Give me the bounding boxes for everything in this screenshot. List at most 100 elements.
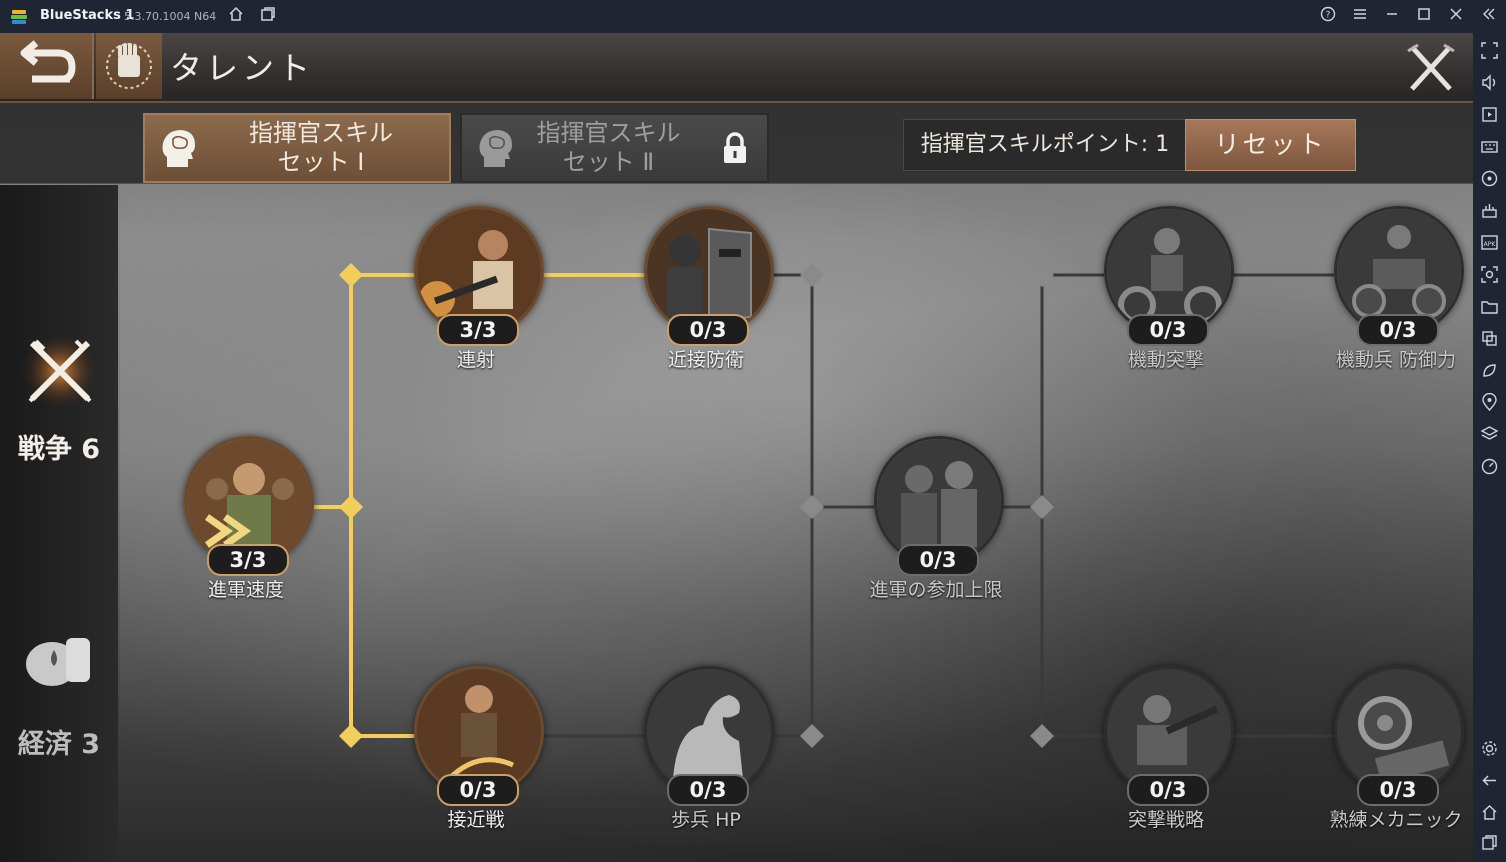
category-economy[interactable]: 経済 3 bbox=[0, 610, 118, 760]
mobile-defense-label: 機動兵 防御力 bbox=[1335, 349, 1457, 371]
skill-set-1-label-line1: 指揮官スキル bbox=[249, 119, 393, 147]
talent-node-close-defense[interactable]: 0/3 近接防衛 bbox=[644, 206, 774, 371]
close-defense-label: 近接防衛 bbox=[667, 349, 744, 371]
category-sidebar: 戦争 6 経済 3 bbox=[0, 185, 118, 862]
android-home-icon[interactable] bbox=[1480, 803, 1499, 822]
talent-tree-connectors bbox=[314, 263, 1334, 748]
close-button[interactable] bbox=[1398, 41, 1464, 97]
multi-window-icon[interactable] bbox=[1480, 329, 1499, 348]
rapid-fire-level: 3/3 bbox=[437, 314, 519, 346]
close-combat-level: 0/3 bbox=[437, 774, 519, 806]
svg-text:?: ? bbox=[1326, 11, 1331, 21]
talent-node-mobile-assault[interactable]: 0/3 機動突撃 bbox=[1104, 206, 1234, 371]
layers-icon[interactable] bbox=[1480, 425, 1499, 444]
category-economy-label: 経済 3 bbox=[17, 729, 101, 760]
talent-header: タレント bbox=[0, 33, 1473, 103]
svg-text:APK: APK bbox=[1484, 241, 1497, 248]
soldiers-group-icon bbox=[877, 439, 1001, 563]
video-record-icon[interactable] bbox=[1480, 105, 1499, 124]
mobile-assault-label: 機動突撃 bbox=[1127, 349, 1204, 371]
infantry-hp-portrait bbox=[644, 666, 774, 796]
skilled-mechanic-portrait bbox=[1334, 666, 1464, 796]
maximize-icon[interactable] bbox=[1414, 6, 1434, 26]
mobile-assault-level: 0/3 bbox=[1127, 314, 1209, 346]
march-capacity-label: 進軍の参加上限 bbox=[869, 579, 1003, 601]
game-viewport: タレント 指揮官スキル セット Ⅰ bbox=[0, 33, 1473, 862]
close-window-icon[interactable] bbox=[1446, 6, 1466, 26]
vehicle-wheel-icon bbox=[1337, 669, 1461, 793]
skill-set-1-label-line2: セット Ⅰ bbox=[277, 148, 365, 176]
speed-icon[interactable] bbox=[1480, 457, 1499, 476]
close-defense-level: 0/3 bbox=[667, 314, 749, 346]
biker-icon bbox=[1107, 209, 1231, 333]
march-speed-level: 3/3 bbox=[207, 544, 289, 576]
skill-set-2-tab[interactable]: 指揮官スキル セット Ⅱ bbox=[460, 113, 769, 183]
app-name: BlueStacks 1 bbox=[40, 8, 135, 23]
soldiers-squad-icon bbox=[187, 439, 311, 563]
march-speed-portrait bbox=[184, 436, 314, 566]
screenshot-icon[interactable] bbox=[1480, 265, 1499, 284]
mobile-defense-level: 0/3 bbox=[1357, 314, 1439, 346]
riot-shield-soldier-icon bbox=[647, 209, 771, 333]
gamepad-icon[interactable] bbox=[1480, 169, 1499, 188]
infantry-hp-label: 歩兵 HP bbox=[671, 809, 741, 831]
back-button[interactable] bbox=[0, 33, 94, 99]
skill-set-1-tab[interactable]: 指揮官スキル セット Ⅰ bbox=[143, 113, 451, 183]
apk-install-icon[interactable]: APK bbox=[1480, 233, 1499, 252]
settings-icon[interactable] bbox=[1480, 739, 1499, 758]
shotgun-soldier-icon bbox=[417, 209, 541, 333]
mobile-assault-portrait bbox=[1104, 206, 1234, 336]
rapid-fire-portrait bbox=[414, 206, 544, 336]
performance-icon[interactable] bbox=[1480, 201, 1499, 220]
background-scene bbox=[120, 183, 1473, 862]
march-capacity-level: 0/3 bbox=[897, 544, 979, 576]
help-icon[interactable]: ? bbox=[1318, 6, 1338, 26]
folder-icon[interactable] bbox=[1480, 297, 1499, 316]
march-speed-label: 進軍速度 bbox=[207, 579, 284, 601]
talent-node-march-speed[interactable]: 3/3 進軍速度 bbox=[184, 436, 314, 601]
brain-head-icon bbox=[479, 130, 512, 167]
reset-button[interactable]: リセット bbox=[1185, 119, 1356, 171]
assault-tactics-level: 0/3 bbox=[1127, 774, 1209, 806]
location-icon[interactable] bbox=[1480, 393, 1499, 412]
talent-node-assault-tactics[interactable]: 0/3 突撃戦略 bbox=[1104, 666, 1234, 831]
volume-icon[interactable] bbox=[1480, 73, 1499, 92]
talent-node-march-capacity[interactable]: 0/3 進軍の参加上限 bbox=[869, 436, 1004, 601]
eco-mode-icon[interactable] bbox=[1480, 361, 1499, 380]
bluestacks-logo-icon bbox=[11, 10, 27, 24]
app-version: 5.3.70.1004 N64 bbox=[124, 10, 217, 23]
collapse-sidebar-icon[interactable] bbox=[1478, 6, 1498, 26]
recent-apps-icon[interactable] bbox=[1480, 833, 1499, 852]
menu-icon[interactable] bbox=[1350, 6, 1370, 26]
talent-node-infantry-hp[interactable]: 0/3 歩兵 HP bbox=[644, 666, 774, 831]
assault-soldier-icon bbox=[1107, 669, 1231, 793]
talent-node-rapid-fire[interactable]: 3/3 連射 bbox=[414, 206, 544, 371]
flexed-arm-icon bbox=[647, 669, 771, 793]
talent-node-mobile-defense[interactable]: 0/3 機動兵 防御力 bbox=[1334, 206, 1464, 371]
talent-node-skilled-mechanic[interactable]: 0/3 熟練メカニック bbox=[1329, 666, 1464, 831]
keyboard-icon[interactable] bbox=[1480, 137, 1499, 156]
side-toolbar: APK bbox=[1473, 33, 1506, 862]
return-arrow-icon bbox=[20, 40, 76, 83]
back-arrow-icon[interactable] bbox=[1480, 771, 1499, 790]
multi-instance-icon[interactable] bbox=[258, 6, 278, 26]
assault-tactics-label: 突撃戦略 bbox=[1127, 809, 1204, 831]
rapid-fire-label: 連射 bbox=[456, 349, 495, 371]
talent-node-close-combat[interactable]: 0/3 接近戦 bbox=[414, 666, 544, 831]
skill-set-2-label-line2: セット Ⅱ bbox=[562, 148, 655, 176]
category-war[interactable]: 戦争 6 bbox=[0, 323, 118, 473]
close-defense-portrait bbox=[644, 206, 774, 336]
category-war-label: 戦争 6 bbox=[17, 434, 101, 465]
fullscreen-icon[interactable] bbox=[1480, 41, 1499, 60]
atv-rider-icon bbox=[1337, 209, 1461, 333]
junction-diamonds bbox=[339, 263, 1054, 748]
home-icon[interactable] bbox=[226, 6, 246, 26]
minimize-icon[interactable] bbox=[1382, 6, 1402, 26]
window-titlebar: BlueStacks 1 5.3.70.1004 N64 ? bbox=[0, 0, 1506, 33]
close-combat-label: 接近戦 bbox=[447, 809, 505, 831]
skill-set-2-label-line1: 指揮官スキル bbox=[536, 119, 681, 147]
skill-set-bar: 指揮官スキル セット Ⅰ 指揮官スキル セット Ⅱ 指揮官スキルポイント: 1 … bbox=[0, 103, 1473, 184]
assault-tactics-portrait bbox=[1104, 666, 1234, 796]
skilled-mechanic-level: 0/3 bbox=[1357, 774, 1439, 806]
crossed-blades-close-icon bbox=[1407, 43, 1455, 91]
